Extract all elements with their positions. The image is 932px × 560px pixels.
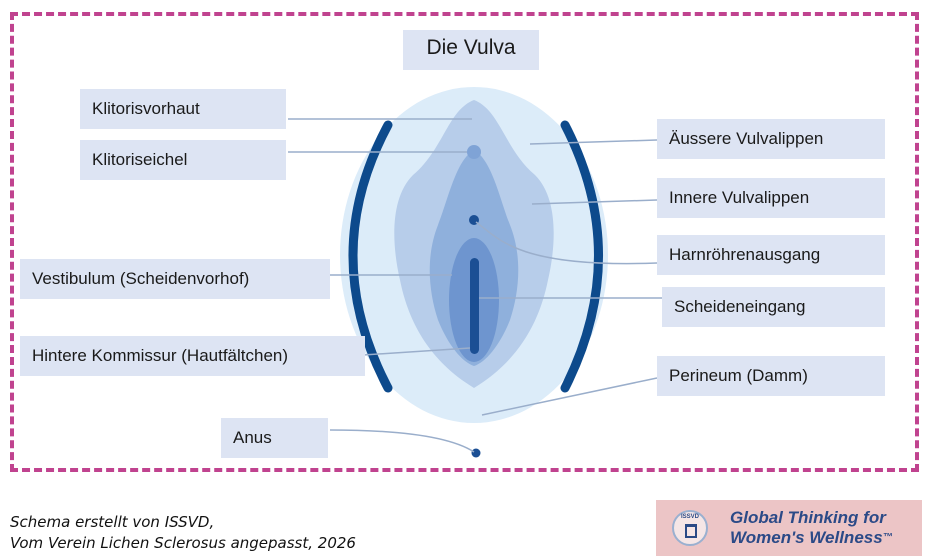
label-perineum: Perineum (Damm) [657,356,885,396]
badge-line-2: Women's Wellness™ [730,528,893,548]
credit-line-2: Vom Verein Lichen Sclerosus angepasst, 2… [10,533,356,554]
badge-text: Global Thinking for Women's Wellness™ [730,508,893,548]
seal-text: ISSVD [674,514,706,520]
trademark-mark: ™ [883,532,893,543]
anus-dot [472,449,481,458]
issvd-badge: ISSVD Global Thinking for Women's Wellne… [656,500,922,556]
issvd-seal-icon: ISSVD [672,510,708,546]
credit-text: Schema erstellt von ISSVD, Vom Verein Li… [10,512,356,554]
badge-line-1: Global Thinking for [730,508,893,528]
seal-column-icon [685,524,697,538]
label-klitorisvorhaut: Klitorisvorhaut [80,89,286,129]
credit-line-1: Schema erstellt von ISSVD, [10,512,356,533]
line-anus [330,430,474,452]
label-vestibulum: Vestibulum (Scheidenvorhof) [20,259,330,299]
label-aeussere-vulvalippen: Äussere Vulvalippen [657,119,885,159]
vaginal-opening [470,258,479,354]
badge-line-2-text: Women's Wellness [730,528,883,547]
label-klitoriseichel: Klitoriseichel [80,140,286,180]
label-harnroehrenausgang: Harnröhrenausgang [657,235,885,275]
label-hintere-kommissur: Hintere Kommissur (Hautfältchen) [20,336,365,376]
label-innere-vulvalippen: Innere Vulvalippen [657,178,885,218]
diagram-title: Die Vulva [403,30,539,70]
label-scheideneingang: Scheideneingang [662,287,885,327]
clitoris-glans [467,145,481,159]
label-anus: Anus [221,418,328,458]
